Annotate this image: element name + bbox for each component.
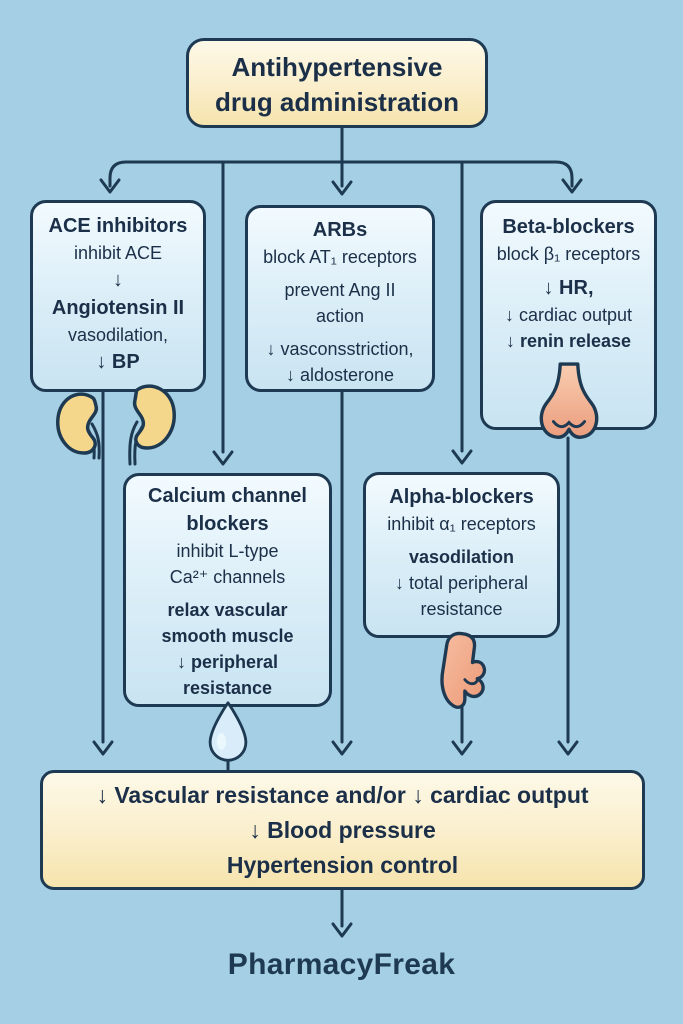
arbs-line-5: ↓ vasconsstriction, xyxy=(266,339,414,359)
ccb-title-1: Calcium channel xyxy=(148,485,307,507)
alpha-line-3: vasodilation xyxy=(408,547,515,567)
alpha-line-4: ↓ total peripheral xyxy=(394,573,529,593)
result-box: ↓ Vascular resistance and/or ↓ cardiac o… xyxy=(40,770,645,890)
arbs-line-6: ↓ aldosterone xyxy=(285,365,395,385)
alpha-line-2: inhibit α₁ receptors xyxy=(387,514,536,534)
ccb-line-6: smooth muscle xyxy=(161,626,294,646)
ccb-line-7: ↓ peripheral xyxy=(176,652,279,672)
ace-inhibitors-box: ACE inhibitors inhibit ACE ↓ Angiotensin… xyxy=(30,200,206,392)
ccb-line-8: resistance xyxy=(182,678,273,698)
alpha-blockers-box: Alpha-blockers inhibit α₁ receptors vaso… xyxy=(363,472,560,638)
ccb-line-5: relax vascular xyxy=(167,600,288,620)
arbs-line-3: prevent Ang II xyxy=(284,280,396,300)
ace-down-arrow: ↓ xyxy=(113,269,123,291)
title-box: Antihypertensive drug administration xyxy=(186,38,488,128)
title-line-2: drug administration xyxy=(214,87,460,117)
arbs-line-4: action xyxy=(315,306,365,326)
beta-line-5: ↓ renin release xyxy=(505,331,632,351)
result-line-2: ↓ Blood pressure xyxy=(249,817,436,843)
arrowhead-alpha-down xyxy=(451,740,473,756)
arrowhead-alpha xyxy=(451,449,473,465)
arrowhead-ccb xyxy=(212,450,234,466)
ace-line-2: inhibit ACE xyxy=(73,243,163,263)
connector-rail xyxy=(108,160,574,188)
beta-line-3: ↓ HR, xyxy=(543,277,594,299)
nose-icon xyxy=(539,362,599,439)
hand-icon xyxy=(440,631,487,709)
calcium-channel-blockers-box: Calcium channel blockers inhibit L-type … xyxy=(123,473,332,707)
arrowhead-arbs xyxy=(331,180,353,196)
beta-line-4: ↓ cardiac output xyxy=(504,305,633,325)
ace-title: ACE inhibitors xyxy=(48,215,188,237)
water-droplet-icon xyxy=(208,701,248,762)
ccb-line-3: inhibit L-type xyxy=(176,541,279,561)
brand-text: PharmacyFreak xyxy=(227,948,456,981)
ace-line-3: Angiotensin II xyxy=(51,297,185,319)
arrowhead-beta xyxy=(561,178,583,194)
arrowhead-ace xyxy=(99,178,121,194)
arrowhead-ace-down xyxy=(92,740,114,756)
arrowhead-result-down xyxy=(331,922,353,938)
arbs-box: ARBs block AT₁ receptors prevent Ang II … xyxy=(245,205,435,392)
arrowhead-arbs-down xyxy=(331,740,353,756)
ccb-line-4: Ca²⁺ channels xyxy=(169,567,286,587)
alpha-title: Alpha-blockers xyxy=(389,486,534,508)
arbs-title: ARBs xyxy=(312,219,368,241)
ace-line-4: vasodilation, xyxy=(67,325,169,345)
title-line-1: Antihypertensive xyxy=(231,52,443,82)
beta-line-2: block β₁ receptors xyxy=(496,244,641,264)
arrowhead-beta-down xyxy=(557,740,579,756)
result-line-1: ↓ Vascular resistance and/or ↓ cardiac o… xyxy=(96,782,589,808)
beta-title: Beta-blockers xyxy=(502,216,635,238)
arbs-line-2: block AT₁ receptors xyxy=(263,247,417,267)
ace-line-5: ↓ BP xyxy=(96,351,140,373)
alpha-line-5: resistance xyxy=(420,599,503,619)
kidneys-icon xyxy=(56,384,176,466)
ccb-title-2: blockers xyxy=(186,513,269,535)
result-line-3: Hypertension control xyxy=(226,852,459,878)
